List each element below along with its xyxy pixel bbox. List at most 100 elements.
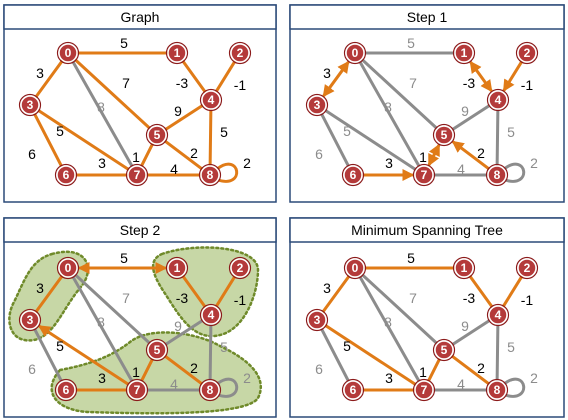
edge-5-8 [449,353,492,387]
node-2: 2 [228,41,252,65]
edge-8-8-loop [215,162,239,183]
node-circle [127,380,147,400]
node-label: 8 [207,168,214,182]
edge-3-7 [36,108,131,172]
node-0: 0 [56,41,80,65]
node-ring [199,88,223,112]
node-circle [488,305,508,325]
edge-5-7 [426,356,442,384]
node-label: 1 [174,261,181,275]
node-label: 8 [494,383,501,397]
node-circle [230,258,250,278]
node-4: 4 [486,88,510,112]
node-circle [454,258,474,278]
node-circle [58,43,78,63]
node-5: 5 [432,123,456,147]
node-label: 7 [421,383,428,397]
weight-label-3-7: 5 [56,338,64,354]
node-2: 2 [515,256,539,280]
edge-4-5 [450,318,492,347]
weight-label-0-3: 3 [323,280,331,296]
weight-label-8-8: 2 [530,155,538,171]
node-circle [127,165,147,185]
node-0: 0 [56,256,80,280]
edge-3-6 [32,111,64,169]
node-ring [452,41,476,65]
weight-label-8-8: 2 [243,155,251,171]
edge-0-3 [320,273,352,315]
weight-label-4-5: 9 [461,318,469,334]
weight-label-4-8: 5 [220,339,228,355]
panel-title: Step 2 [120,222,161,238]
weight-label-0-5: 7 [409,75,417,91]
node-label: 5 [441,128,448,142]
weight-label-3-6: 6 [315,146,323,162]
weight-label-5-7: 1 [132,149,140,165]
node-1: 1 [452,41,476,65]
node-circle [307,95,327,115]
weight-label-0-5: 7 [122,75,130,91]
node-label: 2 [524,46,531,60]
edge-3-6 [32,326,64,384]
node-ring [145,123,169,147]
weight-label-7-8: 4 [170,161,178,177]
node-4: 4 [199,88,223,112]
edge-1-4 [469,60,493,93]
node-label: 1 [461,261,468,275]
node-7: 7 [412,378,436,402]
weight-label-3-6: 6 [28,146,36,162]
node-ring [56,256,80,280]
weight-label-1-4: -3 [463,290,476,306]
node-circle [201,90,221,110]
node-1: 1 [452,256,476,280]
node-ring [199,303,223,327]
node-label: 4 [208,93,215,107]
edge-4-8 [495,322,500,383]
node-8: 8 [198,378,222,402]
node-label: 6 [350,168,357,182]
weight-label-5-8: 2 [190,360,198,376]
panel-title: Graph [121,9,160,25]
edge-5-8 [162,138,205,172]
node-ring [486,88,510,112]
node-circle [200,165,220,185]
weight-label-7-8: 4 [457,376,465,392]
node-circle [454,43,474,63]
weight-label-0-1: 5 [407,250,415,266]
weight-label-3-6: 6 [28,361,36,377]
node-label: 6 [350,383,357,397]
node-label: 3 [27,313,34,327]
weight-label-3-7: 5 [343,123,351,139]
node-circle [517,43,537,63]
node-label: 4 [495,93,502,107]
edge-0-7 [357,59,422,169]
node-circle [487,165,507,185]
node-ring [485,163,509,187]
edge-0-5 [360,272,439,346]
weight-label-1-4: -3 [176,75,189,91]
weight-label-3-6: 6 [315,361,323,377]
weight-label-0-3: 3 [323,65,331,81]
weight-label-4-8: 5 [220,124,228,140]
node-label: 6 [63,383,70,397]
node-circle [414,380,434,400]
weight-label-2-4: -1 [521,292,534,308]
node-ring [165,256,189,280]
node-label: 3 [314,98,321,112]
node-label: 2 [237,261,244,275]
weight-label-0-5: 7 [409,290,417,306]
node-ring [486,303,510,327]
weight-label-5-8: 2 [477,360,485,376]
node-8: 8 [198,163,222,187]
node-ring [228,41,252,65]
edge-1-4 [467,273,495,310]
weight-label-3-7: 5 [56,123,64,139]
node-ring [432,123,456,147]
weight-label-6-7: 3 [98,370,106,386]
node-ring [18,308,42,332]
edge-2-4 [214,59,237,94]
weight-label-3-7: 5 [343,338,351,354]
